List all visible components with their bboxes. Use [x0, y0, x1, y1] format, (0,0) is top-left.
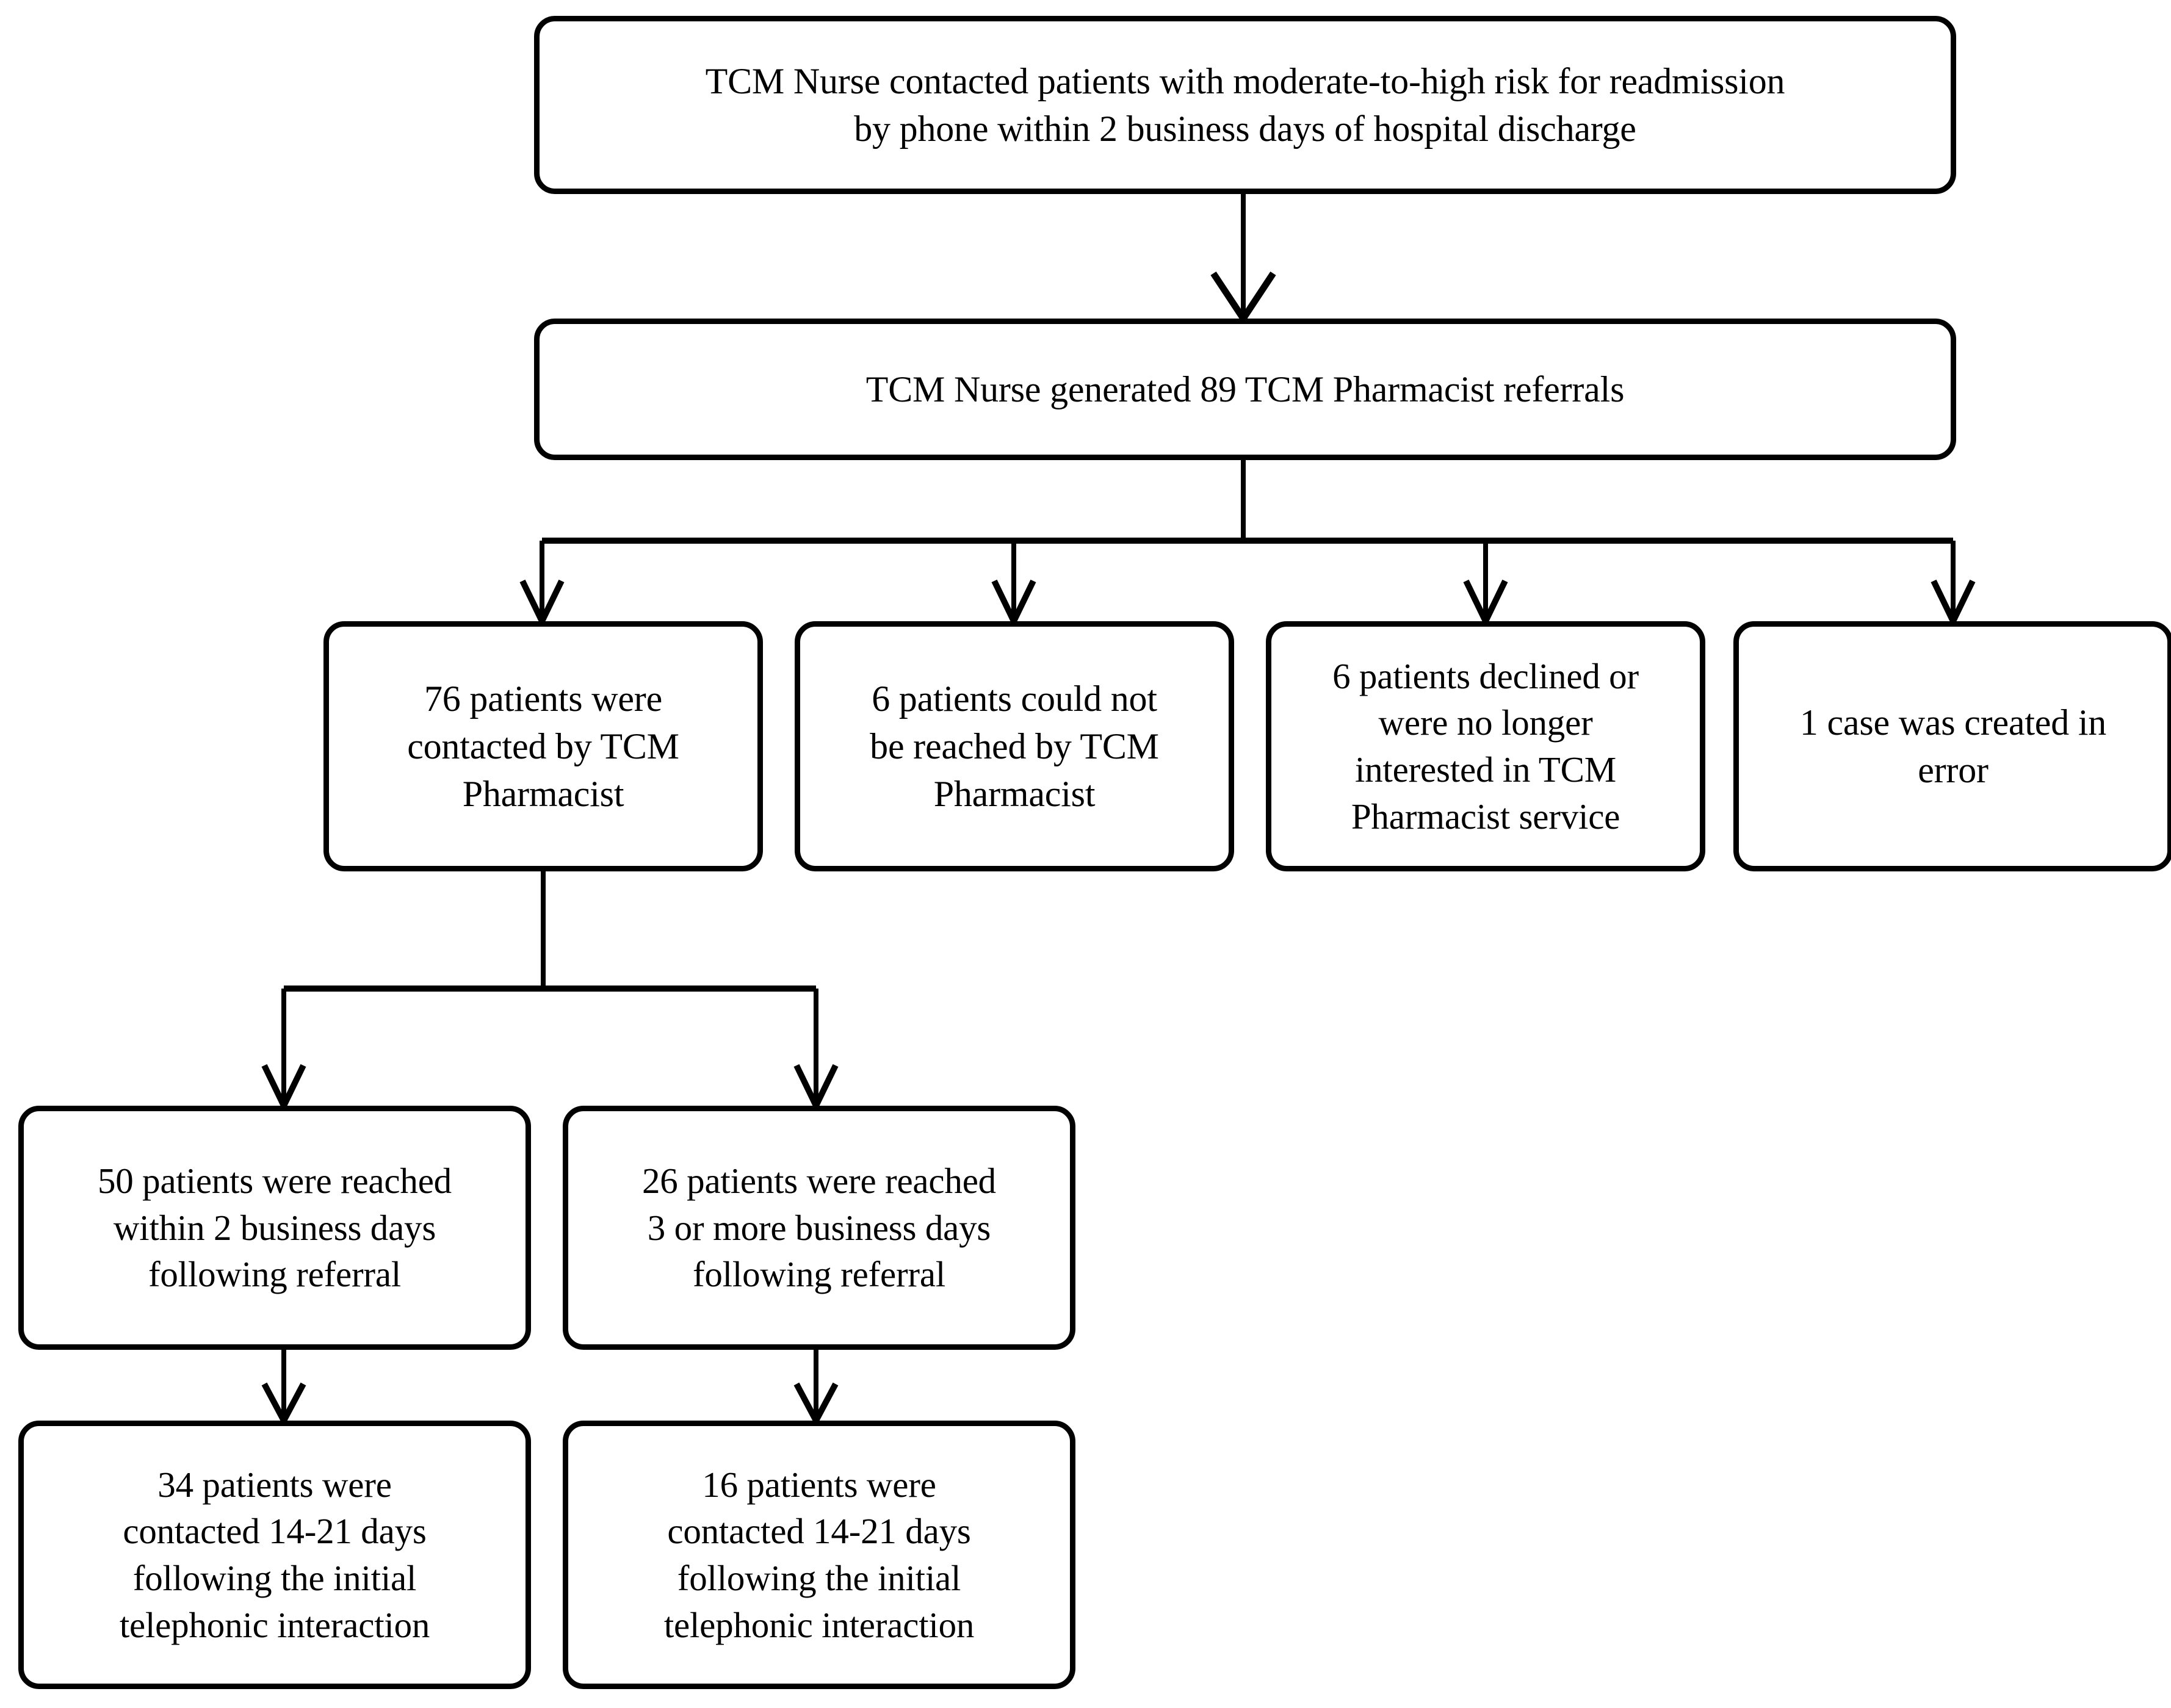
- node-label: 16 patients were contacted 14-21 days fo…: [663, 1464, 975, 1645]
- node-tcm-nurse-generated-referrals[interactable]: TCM Nurse generated 89 TCM Pharmacist re…: [534, 319, 1956, 460]
- node-label: 6 patients could not be reached by TCM P…: [870, 679, 1159, 814]
- node-reached-within-2-days[interactable]: 50 patients were reached within 2 busine…: [18, 1106, 531, 1350]
- edge-n2-fanout: [519, 459, 1976, 629]
- node-label: 6 patients declined or were no longer in…: [1332, 655, 1639, 837]
- node-label: 34 patients were contacted 14-21 days fo…: [119, 1464, 430, 1645]
- edge-n8-n10: [793, 1350, 839, 1427]
- node-case-created-in-error[interactable]: 1 case was created in error: [1733, 621, 2171, 871]
- node-reached-3-or-more-days[interactable]: 26 patients were reached 3 or more busin…: [563, 1106, 1075, 1350]
- edge-n1-n2: [1210, 192, 1276, 325]
- node-contacted-by-pharmacist[interactable]: 76 patients were contacted by TCM Pharma…: [323, 621, 763, 871]
- edge-n3-fanout: [261, 871, 839, 1113]
- node-could-not-be-reached[interactable]: 6 patients could not be reached by TCM P…: [795, 621, 1234, 871]
- node-label: 76 patients were contacted by TCM Pharma…: [407, 679, 679, 814]
- node-34-contacted-14-21-days[interactable]: 34 patients were contacted 14-21 days fo…: [18, 1421, 531, 1689]
- node-16-contacted-14-21-days[interactable]: 16 patients were contacted 14-21 days fo…: [563, 1421, 1075, 1689]
- node-label: 1 case was created in error: [1799, 702, 2107, 790]
- node-label: 26 patients were reached 3 or more busin…: [642, 1160, 996, 1295]
- node-label: TCM Nurse contacted patients with modera…: [705, 61, 1785, 149]
- node-label: 50 patients were reached within 2 busine…: [98, 1160, 452, 1295]
- node-declined-or-not-interested[interactable]: 6 patients declined or were no longer in…: [1266, 621, 1705, 871]
- edge-n7-n9: [261, 1350, 306, 1427]
- node-tcm-nurse-contacted-patients[interactable]: TCM Nurse contacted patients with modera…: [534, 16, 1956, 194]
- node-label: TCM Nurse generated 89 TCM Pharmacist re…: [865, 369, 1625, 409]
